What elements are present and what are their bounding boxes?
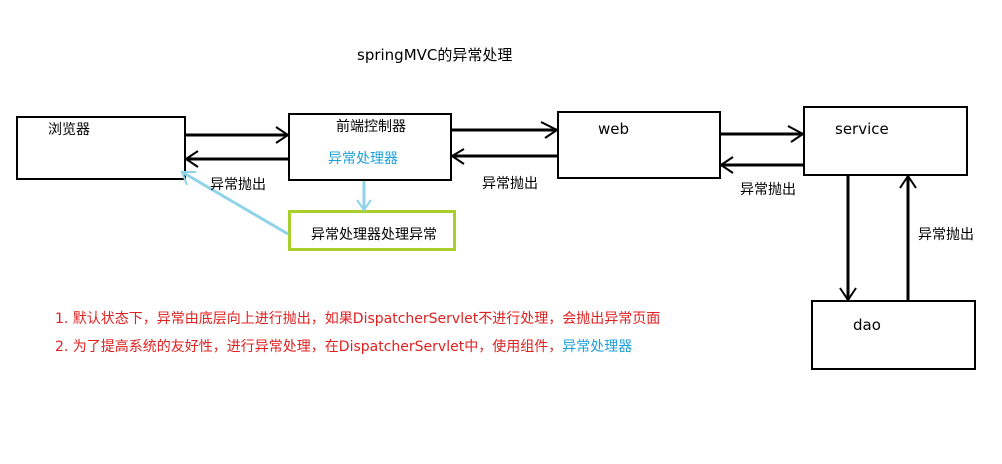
browser-box xyxy=(16,116,186,180)
request-arrowhead-controller-to-web xyxy=(540,121,559,139)
handler-arrow-handler-to-browser xyxy=(181,170,289,236)
note-2-highlight: 异常处理器 xyxy=(562,339,633,355)
throw-arrowhead-web-to-controller xyxy=(450,148,465,165)
request-arrowhead-browser-to-controller xyxy=(275,126,290,144)
throw-label-controller-to-browser: 异常抛出 xyxy=(210,177,266,193)
service-box xyxy=(803,106,968,176)
service-label: service xyxy=(835,120,889,138)
diagram-title: springMVC的异常处理 xyxy=(357,46,513,64)
throw-label-dao-to-service: 异常抛出 xyxy=(918,227,974,243)
note-1: 1. 默认状态下，异常由底层向上进行抛出，如果DispatcherServlet… xyxy=(55,311,661,327)
throw-arrowhead-service-to-web xyxy=(719,156,734,174)
front-controller-box xyxy=(288,113,452,181)
exception-handler-label: 异常处理器 xyxy=(328,151,398,167)
request-arrowhead-service-to-dao xyxy=(839,287,857,302)
web-label: web xyxy=(598,120,630,138)
web-box xyxy=(557,111,721,179)
throw-arrowhead-dao-to-service xyxy=(899,174,917,189)
dao-label: dao xyxy=(853,316,881,334)
exception-handler-box xyxy=(288,210,456,251)
exception-handler-box-label: 异常处理器处理异常 xyxy=(311,227,437,243)
handler-arrowhead-controller-to-handler xyxy=(356,199,372,212)
throw-label-service-to-web: 异常抛出 xyxy=(740,182,796,198)
note-2-text: 2. 为了提高系统的友好性，进行异常处理，在DispatcherServlet中… xyxy=(55,339,563,355)
throw-arrowhead-controller-to-browser xyxy=(184,150,199,168)
note-2: 2. 为了提高系统的友好性，进行异常处理，在DispatcherServlet中… xyxy=(55,340,632,354)
dao-box xyxy=(811,300,976,370)
throw-label-web-to-controller: 异常抛出 xyxy=(482,176,538,192)
front-controller-label: 前端控制器 xyxy=(336,119,406,135)
browser-label: 浏览器 xyxy=(48,122,90,138)
request-arrowhead-web-to-service xyxy=(787,125,805,143)
handler-arrowhead-handler-to-browser xyxy=(180,171,196,186)
